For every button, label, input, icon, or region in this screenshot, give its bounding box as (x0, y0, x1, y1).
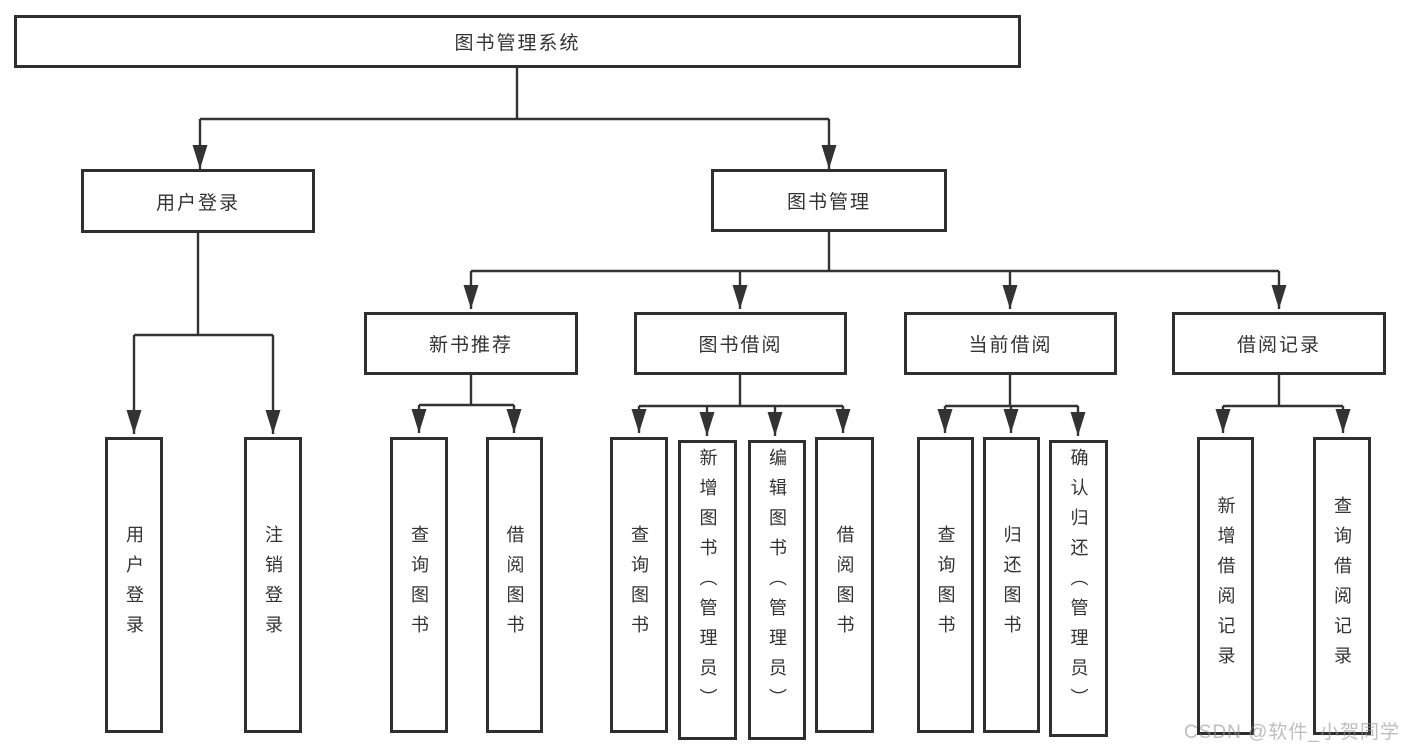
leaf-add-books-admin: 新增图书（管理员） (678, 440, 737, 740)
leaf-user-login: 用户登录 (105, 437, 163, 733)
leaf-borrow-books-2: 借阅图书 (815, 437, 874, 733)
node-label: 图书管理系统 (454, 33, 581, 54)
node-new-book-recommend: 新书推荐 (364, 312, 578, 375)
node-current-borrowing: 当前借阅 (904, 312, 1117, 375)
leaf-logout: 注销登录 (244, 437, 302, 733)
node-label: 借阅图书 (834, 525, 855, 645)
node-label: 当前借阅 (968, 335, 1053, 356)
leaf-confirm-return-admin: 确认归还（管理员） (1049, 440, 1108, 737)
node-root-library-system: 图书管理系统 (14, 15, 1021, 68)
node-label: 编辑图书（管理员） (767, 448, 787, 718)
leaf-query-books-1: 查询图书 (390, 437, 448, 733)
node-label: 借阅图书 (504, 525, 525, 645)
leaf-borrow-books-1: 借阅图书 (486, 437, 543, 733)
node-label: 借阅记录 (1236, 335, 1321, 356)
node-label: 新增借阅记录 (1215, 496, 1236, 676)
node-label: 用户登录 (124, 525, 144, 645)
node-book-borrowing: 图书借阅 (634, 312, 847, 375)
node-label: 新书推荐 (428, 335, 513, 356)
leaf-query-borrow-record: 查询借阅记录 (1313, 437, 1371, 735)
csdn-watermark: CSDN @软件_小贺同学 (1184, 722, 1400, 743)
node-label: 注销登录 (263, 525, 283, 645)
node-label: 查询图书 (409, 525, 429, 645)
node-label: 归还图书 (1001, 525, 1022, 645)
leaf-edit-books-admin: 编辑图书（管理员） (748, 440, 806, 740)
node-label: 用户登录 (155, 192, 240, 214)
node-book-management: 图书管理 (711, 169, 947, 232)
leaf-return-books: 归还图书 (983, 437, 1040, 733)
node-label: 查询借阅记录 (1332, 496, 1352, 676)
node-label: 确认归还（管理员） (1068, 448, 1089, 718)
leaf-query-books-3: 查询图书 (917, 437, 974, 733)
node-label: 查询图书 (935, 525, 956, 645)
node-user-login: 用户登录 (81, 169, 315, 233)
leaf-add-borrow-record: 新增借阅记录 (1197, 437, 1254, 735)
node-label: 查询图书 (629, 525, 649, 645)
node-label: 图书管理 (786, 192, 871, 213)
node-borrowing-records: 借阅记录 (1172, 312, 1386, 375)
node-label: 图书借阅 (698, 335, 783, 356)
leaf-query-books-2: 查询图书 (610, 437, 668, 733)
node-label: 新增图书（管理员） (697, 448, 718, 718)
